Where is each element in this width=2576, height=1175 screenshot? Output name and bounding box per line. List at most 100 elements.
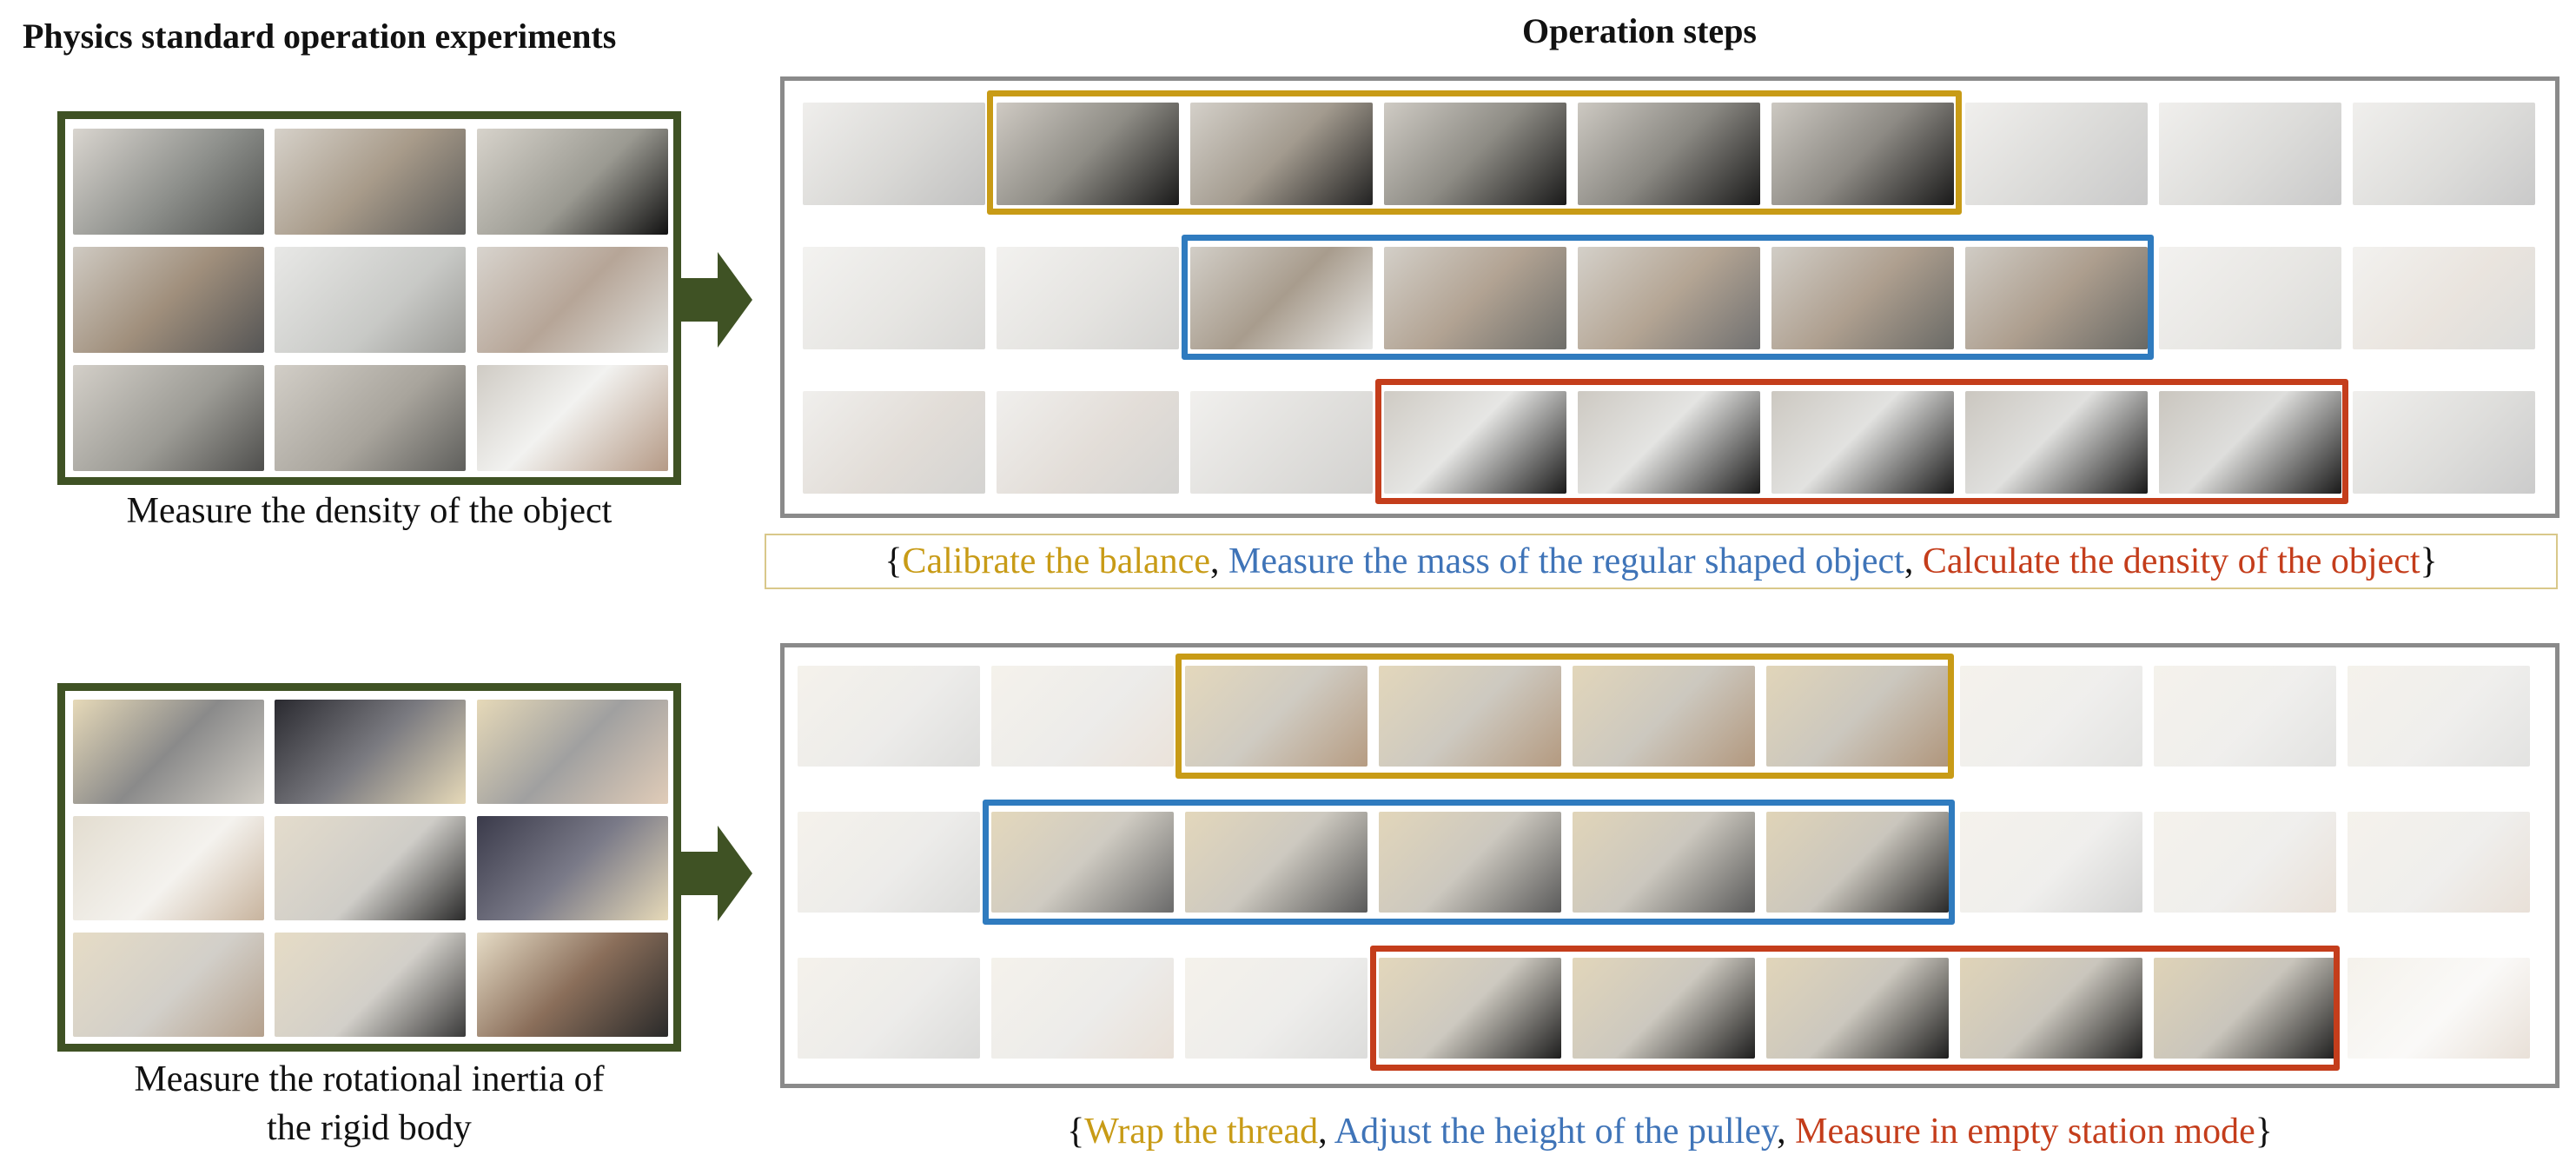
frame-thumb: [1185, 666, 1367, 767]
grid-thumb: [477, 247, 668, 353]
brace-open: {: [884, 541, 903, 581]
grid-thumb: [275, 816, 466, 920]
frame-thumb: [1185, 958, 1367, 1059]
frame-thumb: [1384, 391, 1566, 494]
frame-thumb: [1578, 103, 1760, 205]
experiment2-video-grid: [57, 683, 681, 1052]
grid-thumb: [275, 933, 466, 1037]
frame-thumb: [2159, 247, 2341, 349]
frame-thumb: [2154, 812, 2336, 913]
separator: ,: [1777, 1112, 1796, 1152]
frame-thumb: [1965, 391, 2148, 494]
right-arrow-icon: [679, 826, 752, 921]
frame-thumb: [803, 247, 985, 349]
frame-thumb: [2353, 247, 2535, 349]
frame-thumb: [997, 247, 1179, 349]
right-title: Operation steps: [1522, 11, 1757, 50]
frame-thumb: [2348, 666, 2530, 767]
experiment2-steps-list: {Wrap the thread, Adjust the height of t…: [780, 1105, 2559, 1158]
brace-close: }: [2420, 541, 2438, 581]
step-highlight-adjust-pulley: [983, 800, 1955, 925]
frame-thumb: [2154, 958, 2336, 1059]
grid-thumb: [477, 129, 668, 235]
frame-thumb: [2159, 391, 2341, 494]
separator: ,: [1904, 541, 1923, 581]
grid-thumb: [73, 933, 264, 1037]
frame-thumb: [2159, 103, 2341, 205]
frame-thumb: [2348, 812, 2530, 913]
frame-thumb: [1771, 391, 1954, 494]
frame-thumb: [1384, 103, 1566, 205]
step-calibrate-balance: Calibrate the balance: [902, 541, 1210, 581]
frame-thumb: [1379, 812, 1561, 913]
frame-thumb: [1379, 958, 1561, 1059]
grid-thumb: [477, 365, 668, 471]
frame-thumb: [2154, 666, 2336, 767]
frame-thumb: [1573, 812, 1755, 913]
step-highlight-calculate-density: [1375, 379, 2348, 504]
frame-thumb: [1573, 958, 1755, 1059]
experiment2-caption-line1: Measure the rotational inertia of: [134, 1059, 605, 1099]
grid-thumb: [275, 247, 466, 353]
step-highlight-wrap-thread: [1175, 654, 1954, 779]
frame-thumb: [997, 103, 1179, 205]
frame-thumb: [1190, 391, 1373, 494]
frame-thumb: [2348, 958, 2530, 1059]
frame-thumb: [803, 391, 985, 494]
frame-thumb: [991, 666, 1174, 767]
grid-thumb: [73, 129, 264, 235]
experiment1-steps-list: {Calibrate the balance, Measure the mass…: [765, 534, 2558, 589]
frame-thumb: [1379, 666, 1561, 767]
separator: ,: [1318, 1112, 1334, 1152]
separator: ,: [1209, 541, 1228, 581]
frame-thumb: [803, 103, 985, 205]
frame-thumb: [1578, 391, 1760, 494]
frame-thumb: [1771, 103, 1954, 205]
grid-thumb: [275, 129, 466, 235]
frame-thumb: [1965, 247, 2148, 349]
experiment1-caption: Measure the density of the object: [126, 491, 613, 531]
grid-thumb: [477, 933, 668, 1037]
frame-thumb: [1190, 103, 1373, 205]
experiment1-video-grid: [57, 111, 681, 485]
frame-thumb: [798, 666, 980, 767]
grid-thumb: [477, 816, 668, 920]
frame-thumb: [1766, 666, 1949, 767]
step-measure-mass: Measure the mass of the regular shaped o…: [1228, 541, 1904, 581]
grid-thumb: [73, 816, 264, 920]
step-highlight-calibrate: [987, 90, 1962, 215]
grid-thumb: [73, 700, 264, 804]
brace-open: {: [1067, 1112, 1085, 1152]
frame-thumb: [1384, 247, 1566, 349]
frame-thumb: [2353, 103, 2535, 205]
frame-thumb: [991, 958, 1174, 1059]
grid-thumb: [73, 365, 264, 471]
step-adjust-pulley: Adjust the height of the pulley: [1334, 1112, 1778, 1152]
step-empty-station: Measure in empty station mode: [1795, 1112, 2255, 1152]
step-calculate-density: Calculate the density of the object: [1922, 541, 2420, 581]
frame-thumb: [1578, 247, 1760, 349]
experiment2-caption-line2: the rigid body: [267, 1108, 472, 1148]
frame-thumb: [1573, 666, 1755, 767]
frame-thumb: [1771, 247, 1954, 349]
frame-thumb: [2353, 391, 2535, 494]
brace-close: }: [2255, 1112, 2273, 1152]
grid-thumb: [73, 247, 264, 353]
frame-thumb: [1185, 812, 1367, 913]
frame-thumb: [1965, 103, 2148, 205]
step-highlight-measure-mass: [1182, 235, 2154, 360]
frame-thumb: [991, 812, 1174, 913]
frame-thumb: [1960, 958, 2142, 1059]
frame-thumb: [1960, 812, 2142, 913]
frame-thumb: [798, 812, 980, 913]
right-arrow-icon: [679, 252, 752, 348]
frame-thumb: [1766, 812, 1949, 913]
frame-thumb: [1190, 247, 1373, 349]
grid-thumb: [275, 365, 466, 471]
step-wrap-thread: Wrap the thread: [1084, 1112, 1319, 1152]
grid-thumb: [477, 700, 668, 804]
grid-thumb: [275, 700, 466, 804]
step-highlight-empty-station: [1370, 946, 2340, 1071]
frame-thumb: [798, 958, 980, 1059]
frame-thumb: [997, 391, 1179, 494]
